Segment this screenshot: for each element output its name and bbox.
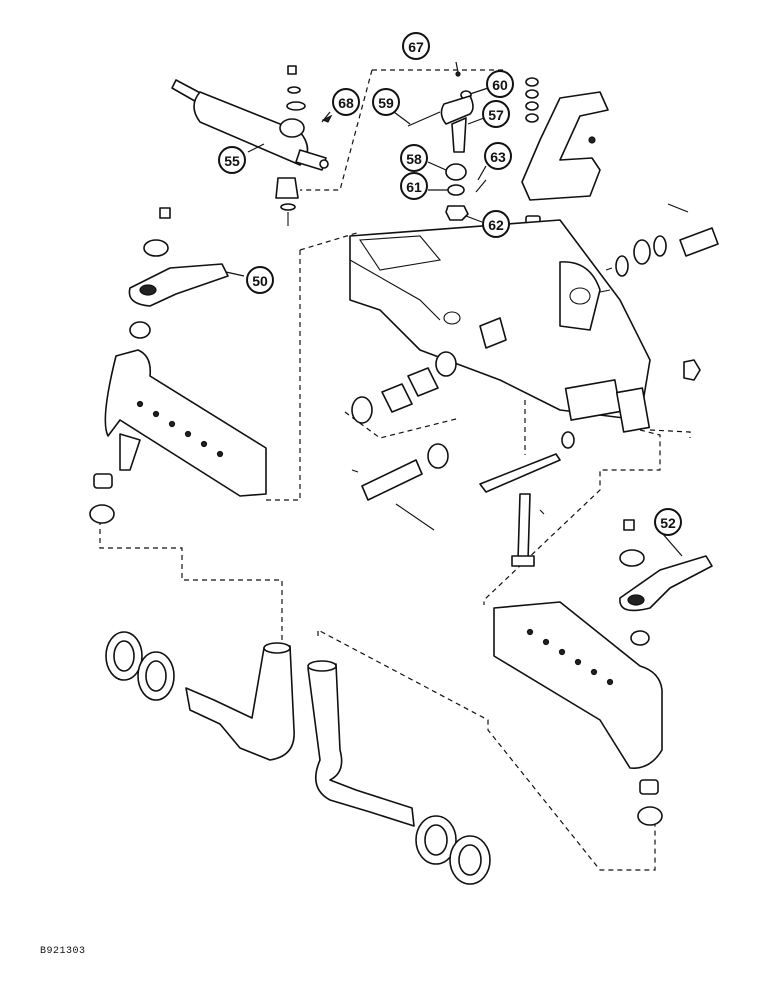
callout-50-label: 50 (252, 273, 268, 289)
axle-bushings-parts (351, 351, 575, 567)
right-spindle-parts (307, 660, 491, 885)
left-steering-arm-part (128, 207, 229, 339)
callout-59-label: 59 (378, 95, 394, 111)
callout-52-label: 52 (660, 515, 676, 531)
callout-55: 55 (218, 146, 246, 174)
callout-58-label: 58 (406, 151, 422, 167)
callout-67: 67 (402, 32, 430, 60)
callout-57-label: 57 (488, 107, 504, 123)
callout-67-label: 67 (408, 39, 424, 55)
leader-lines (225, 61, 683, 557)
right-steering-arm-part (619, 519, 713, 646)
callout-63: 63 (484, 142, 512, 170)
callout-68-label: 68 (338, 95, 354, 111)
callout-62: 62 (482, 210, 510, 238)
callout-58: 58 (400, 144, 428, 172)
callout-61: 61 (400, 172, 428, 200)
pivot-pin-parts (605, 203, 719, 277)
right-axle-extension-part (493, 601, 663, 826)
axle-housing-part (349, 219, 701, 433)
callout-60: 60 (486, 70, 514, 98)
figure-code-label: B921303 (40, 946, 86, 957)
callout-62-label: 62 (488, 217, 504, 233)
callout-63-label: 63 (490, 149, 506, 165)
callout-61-label: 61 (406, 179, 422, 195)
callout-52: 52 (654, 508, 682, 536)
tie-rod-end-parts (407, 71, 487, 221)
left-axle-extension-part (89, 349, 267, 524)
steering-cylinder-part (171, 65, 333, 226)
left-spindle-parts (105, 631, 295, 761)
callout-50: 50 (246, 266, 274, 294)
callout-68: 68 (332, 88, 360, 116)
callout-59: 59 (372, 88, 400, 116)
callout-55-label: 55 (224, 153, 240, 169)
callout-60-label: 60 (492, 77, 508, 93)
callout-57: 57 (482, 100, 510, 128)
